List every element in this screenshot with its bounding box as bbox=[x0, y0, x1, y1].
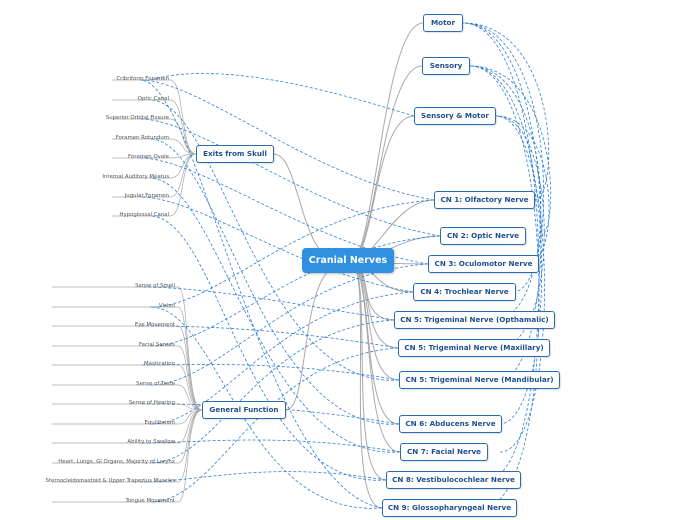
dashed-link bbox=[149, 138, 400, 425]
function-ability-to-swallow[interactable]: Ability to Swallow bbox=[127, 439, 175, 445]
dashed-link bbox=[139, 471, 387, 483]
dashed-link bbox=[149, 291, 414, 425]
root-branch-line bbox=[349, 261, 400, 381]
function-organs[interactable]: Heart, Lungs, GI Organs, Majority of Lar… bbox=[58, 459, 175, 465]
group-leaf-line bbox=[112, 153, 197, 198]
group-leaf-line bbox=[52, 306, 203, 411]
group-general-function[interactable]: General Function bbox=[202, 401, 286, 419]
exit-foramen-rotundum[interactable]: Foramen Rotundum bbox=[115, 135, 169, 141]
nerve-cn2-optic[interactable]: CN 2: Optic Nerve bbox=[440, 227, 526, 245]
dashed-link bbox=[469, 65, 540, 509]
dashed-link bbox=[469, 65, 552, 237]
dashed-link bbox=[149, 99, 400, 381]
dashed-link bbox=[149, 319, 395, 464]
dashed-link bbox=[149, 235, 441, 347]
dashed-link bbox=[462, 22, 550, 201]
function-facial-senses[interactable]: Facial Senses bbox=[139, 342, 175, 348]
exit-jugular-foramen[interactable]: Jugular Foramen bbox=[124, 193, 169, 199]
root-branch-line bbox=[349, 261, 383, 509]
group-leaf-line bbox=[52, 403, 203, 411]
function-equilibrium[interactable]: Equilibrium bbox=[144, 420, 175, 426]
dashed-link bbox=[469, 65, 542, 425]
function-sense-of-hearing[interactable]: Sense of Hearing bbox=[128, 400, 175, 406]
exit-superior-orbital-fissure[interactable]: Superior Orbital Fissure bbox=[105, 115, 169, 121]
nerve-cn5-ophthalmic[interactable]: CN 5: Trigeminal Nerve (Opthamalic) bbox=[394, 311, 555, 329]
type-sensory-motor[interactable]: Sensory & Motor bbox=[414, 107, 496, 125]
nerve-cn5-mandibular[interactable]: CN 5: Trigeminal Nerve (Mandibular) bbox=[399, 371, 560, 389]
nerve-cn1-olfactory[interactable]: CN 1: Olfactory Nerve bbox=[434, 191, 535, 209]
root-branch-line bbox=[273, 153, 341, 263]
dashed-link bbox=[149, 215, 387, 481]
exit-internal-auditory-meatus[interactable]: Internal Auditory Meatus bbox=[102, 174, 169, 180]
dashed-link bbox=[149, 199, 435, 308]
dashed-link bbox=[139, 286, 395, 321]
group-leaf-line bbox=[52, 345, 203, 411]
nerve-cn6-abducens[interactable]: CN 6: Abducens Nerve bbox=[399, 415, 502, 433]
dashed-link bbox=[462, 22, 542, 381]
group-exits-from-skull[interactable]: Exits from Skull bbox=[196, 145, 274, 163]
group-leaf-line bbox=[52, 409, 203, 483]
root-branch-line bbox=[349, 261, 401, 453]
group-leaf-line bbox=[112, 153, 197, 159]
group-leaf-line bbox=[52, 364, 203, 411]
type-sensory[interactable]: Sensory bbox=[422, 57, 470, 75]
group-leaf-line bbox=[112, 99, 197, 155]
group-leaf-line bbox=[52, 325, 203, 411]
function-tongue-movement[interactable]: Tongue Movement bbox=[125, 498, 175, 504]
dashed-link bbox=[462, 22, 544, 293]
exit-hypoglossal-canal[interactable]: Hypoglossal Canal bbox=[119, 212, 169, 218]
dashed-link bbox=[139, 79, 383, 509]
group-leaf-line bbox=[112, 153, 197, 217]
function-sense-of-taste[interactable]: Sense of Taste bbox=[136, 381, 175, 387]
dashed-link bbox=[149, 347, 399, 503]
function-vision[interactable]: Vision bbox=[158, 303, 175, 309]
function-eye-movement[interactable]: Eye Movement bbox=[134, 322, 175, 328]
root-branch-line bbox=[349, 65, 423, 263]
nerve-cn7-facial[interactable]: CN 7: Facial Nerve bbox=[400, 443, 488, 461]
group-leaf-line bbox=[112, 138, 197, 155]
type-motor[interactable]: Motor bbox=[423, 14, 463, 32]
dashed-link bbox=[495, 115, 545, 453]
function-sense-of-smell[interactable]: Sense of Smell bbox=[135, 283, 175, 289]
exit-cribriform-foramen[interactable]: Cribriform Foramen bbox=[116, 76, 169, 82]
group-leaf-line bbox=[52, 409, 203, 425]
dashed-link bbox=[139, 364, 400, 381]
group-leaf-line bbox=[52, 384, 203, 411]
dashed-link bbox=[139, 118, 441, 237]
dashed-link bbox=[139, 325, 399, 349]
dashed-link bbox=[462, 22, 540, 481]
group-leaf-line bbox=[52, 409, 203, 464]
dashed-link bbox=[139, 439, 401, 453]
dashed-link bbox=[469, 65, 542, 321]
dashed-link bbox=[139, 196, 414, 293]
group-leaf-line bbox=[52, 286, 203, 411]
exit-optic-canal[interactable]: Optic Canal bbox=[137, 96, 169, 102]
root-branch-line bbox=[349, 22, 424, 263]
function-mastication[interactable]: Mastication bbox=[144, 361, 175, 367]
exit-foramen-ovale[interactable]: Foramen Ovale bbox=[128, 154, 169, 160]
nerve-cn9-glossopharyngeal[interactable]: CN 9: Glossopharyngeal Nerve bbox=[382, 499, 517, 517]
dashed-link bbox=[139, 79, 435, 201]
root-node[interactable]: Cranial Nerves bbox=[302, 248, 394, 273]
nerve-cn3-oculomotor[interactable]: CN 3: Oculomotor Nerve bbox=[428, 255, 539, 273]
dashed-link bbox=[149, 73, 415, 117]
nerve-cn4-trochlear[interactable]: CN 4: Trochlear Nerve bbox=[413, 283, 516, 301]
function-neck-muscles[interactable]: Sternocleidomastoid & Upper Trapezius Mu… bbox=[45, 478, 175, 484]
nerve-cn5-maxillary[interactable]: CN 5: Trigeminal Nerve (Maxillary) bbox=[398, 339, 550, 357]
nerve-cn8-vestibulocochlear[interactable]: CN 8: Vestibulocochlear Nerve bbox=[386, 471, 521, 489]
